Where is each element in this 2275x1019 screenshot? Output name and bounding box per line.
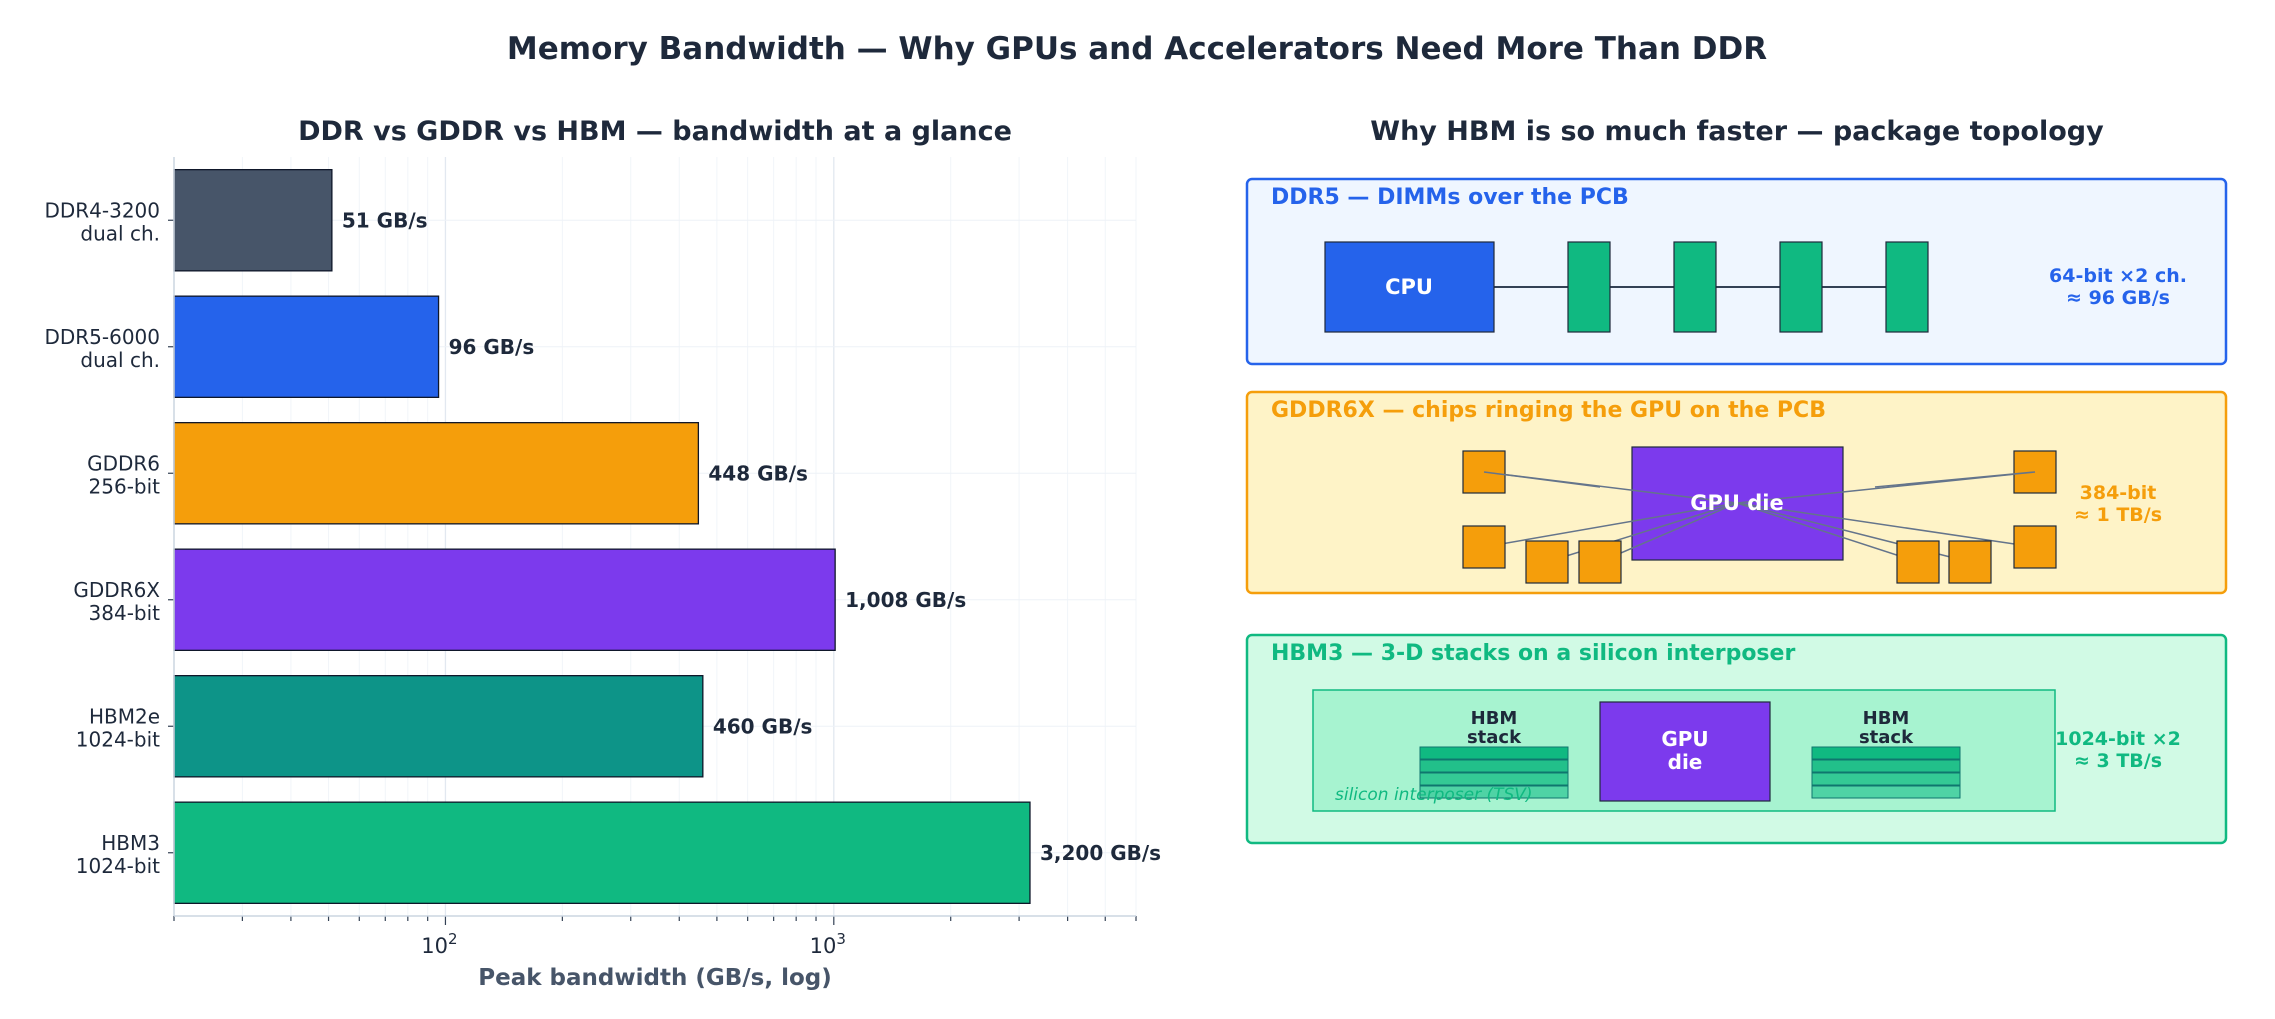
left-stack-layer-1 <box>1419 746 1569 760</box>
ddr5-bus-width: 64-bit ×2 ch. <box>2049 265 2187 287</box>
bar <box>173 168 333 272</box>
bar-value-label: 51 GB/s <box>342 208 428 232</box>
hbm-gpu-label-line1: GPU <box>1661 727 1708 751</box>
x-tick-label: 103 <box>810 930 846 958</box>
hbm3-panel-title: HBM3 — 3-D stacks on a silicon interpose… <box>1271 641 1795 666</box>
interposer-label: silicon interposer (TSV) <box>1335 785 1533 805</box>
gddr-chip-6 <box>1948 540 1992 584</box>
dimm-1 <box>1567 241 1611 333</box>
bar <box>173 295 440 398</box>
dimm-2 <box>1673 241 1717 333</box>
right-stack-layer-1 <box>1811 746 1961 760</box>
ddr5-panel-title: DDR5 — DIMMs over the PCB <box>1271 185 1629 210</box>
bar-value-label: 3,200 GB/s <box>1040 841 1161 865</box>
bar-value-label: 1,008 GB/s <box>845 588 966 612</box>
chart-title: DDR vs GDDR vs HBM — bandwidth at a glan… <box>298 116 1012 147</box>
left-stack-layer-3 <box>1419 772 1569 786</box>
left-stack-label-line1: HBM <box>1471 708 1518 729</box>
diagram-title: Why HBM is so much faster — package topo… <box>1370 116 2104 147</box>
bar-value-label: 460 GB/s <box>713 714 813 738</box>
hbm-gpu-label-line2: die <box>1668 750 1703 774</box>
dimm-4 <box>1885 241 1929 333</box>
bar <box>173 421 700 525</box>
bar-value-label: 448 GB/s <box>708 461 808 485</box>
ddr5-bandwidth: ≈ 96 GB/s <box>2066 287 2170 309</box>
left-stack-label-line2: stack <box>1467 727 1522 748</box>
cpu-block <box>1324 241 1495 333</box>
gddr6x-bandwidth: ≈ 1 TB/s <box>2074 504 2162 526</box>
x-axis-label: Peak bandwidth (GB/s, log) <box>478 965 832 991</box>
right-stack-label-line2: stack <box>1859 727 1914 748</box>
bar <box>173 548 836 652</box>
hbm3-bus-width: 1024-bit ×2 <box>2055 728 2181 750</box>
bar-value-label: 96 GB/s <box>449 335 535 359</box>
topology-diagram: Why HBM is so much faster — package topo… <box>1245 116 2228 845</box>
gddr6x-panel: GDDR6X — chips ringing the GPU on the PC… <box>1245 390 2228 595</box>
gddr-chip-5 <box>1896 540 1940 584</box>
chart-bars <box>173 168 1031 905</box>
bar <box>173 801 1031 905</box>
hbm3-bandwidth: ≈ 3 TB/s <box>2074 750 2162 772</box>
bar <box>173 675 704 778</box>
left-stack-layer-4 <box>1419 785 1569 799</box>
gddr6x-bus-width: 384-bit <box>2080 482 2157 504</box>
cpu-label: CPU <box>1385 275 1433 299</box>
gpu-die-label: GPU die <box>1690 491 1783 515</box>
ddr5-panel: DDR5 — DIMMs over the PCB CPU 64-bit ×2 … <box>1245 177 2228 366</box>
chart-x-ticks: 102 103 <box>168 219 1137 958</box>
figure-title: Memory Bandwidth — Why GPUs and Accelera… <box>507 31 1767 67</box>
gddr-chip-2 <box>1462 525 1506 569</box>
gddr6x-panel-title: GDDR6X — chips ringing the GPU on the PC… <box>1271 398 1826 423</box>
gddr-chip-4 <box>1578 540 1622 584</box>
right-stack-layer-4 <box>1811 785 1961 799</box>
right-stack-label-line1: HBM <box>1863 708 1910 729</box>
bar-chart: DDR vs GDDR vs HBM — bandwidth at a glan… <box>44 116 1161 991</box>
right-stack-layer-2 <box>1811 759 1961 773</box>
gddr6x-trace-ends <box>1483 471 2036 488</box>
hbm-gpu-die-block <box>1599 701 1771 802</box>
hbm3-panel: HBM3 — 3-D stacks on a silicon interpose… <box>1245 633 2228 845</box>
chart-value-labels: 51 GB/s 96 GB/s 448 GB/s 1,008 GB/s 460 GB/s… <box>342 208 1161 865</box>
dimm-3 <box>1779 241 1823 333</box>
x-tick-label: 102 <box>421 930 457 958</box>
left-stack-layer-2 <box>1419 759 1569 773</box>
gddr-chip-8 <box>2013 525 2057 569</box>
right-stack-layer-3 <box>1811 772 1961 786</box>
gddr-chip-3 <box>1525 540 1569 584</box>
